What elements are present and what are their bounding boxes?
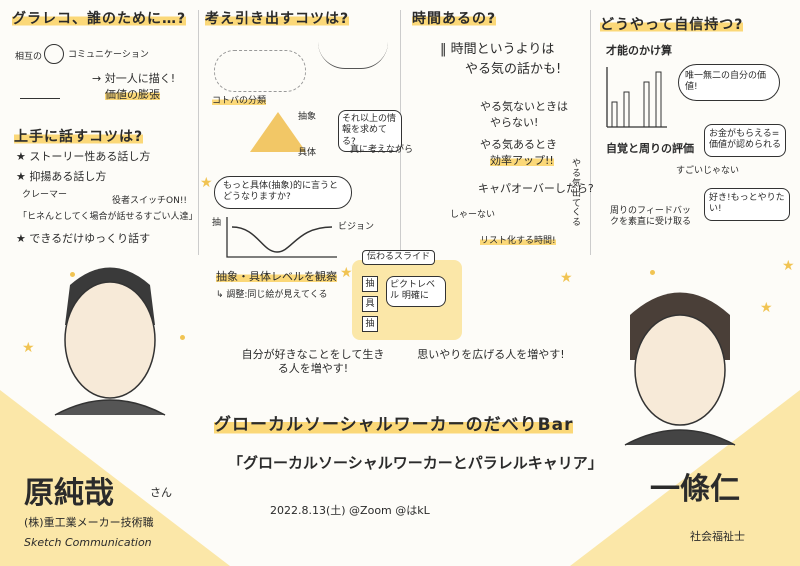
line-2: ↳ 調整:同じ絵が見えてくる [216,290,328,300]
point-2: 価値の膨張 [105,88,160,102]
c3-l8: しゃーない [450,210,496,220]
c3-l6-text: 効率アップ!! [490,154,554,167]
chusho: 抽象 [298,112,317,122]
col1-title-2-text: 上手に話すコツは? [14,129,144,145]
speaker-left-role: (株)重工業メーカー技術職 [24,516,154,529]
c3-l3: やる気ないときは [480,100,568,113]
point-2-text: 価値の膨張 [105,88,160,101]
dot-icon [70,272,75,277]
bubble-1b: 真に考えながら [350,145,414,155]
face-icon [44,44,64,64]
mid-left: 自分が好きなことをして生きる人を増やす! [241,348,385,376]
event-title-text: グローカルソーシャルワーカーのだべりBar [214,415,574,435]
star-icon: ★ [22,340,35,356]
c3-l9-text: リスト化する時間! [480,236,556,246]
col1-title: グラレコ、誰のために…? [12,8,187,28]
slide-card: 伝わるスライド 抽 具 抽 ピクトレベル 明確に [352,250,462,340]
speaker-right-role: 社会福祉士 [690,530,745,543]
speaker-left-name: 原純哉 [24,476,114,511]
c4-sub2: 自覚と周りの評価 [606,142,694,155]
dot-icon [180,335,185,340]
c3-l4: やらない! [490,116,539,129]
c4-sub1: 才能のかけ算 [606,44,672,57]
star-icon: ★ [200,175,213,191]
bullet-2: ★ 抑揚ある話し方 [16,170,107,183]
quote: 「ヒネんとしてく場合が話せるすごい人達」 [18,212,198,222]
chain-drawing [318,42,388,69]
c3-l6: 効率アップ!! [490,154,554,168]
slide-k2: 具 [362,296,378,312]
point-1: → 対一人に描く! [92,72,176,85]
c4-box1: お金がもらえる=価値が認められる [704,124,786,157]
c4-foot: 周りのフィードバックを素直に受け取る [610,206,692,228]
c4-bubble: 唯一無二の自分の価値! [678,64,780,101]
slide-k1: 抽 [362,276,378,292]
bottom-band [0,390,800,566]
speaker-right-portrait [624,292,736,446]
event-meta: 2022.8.13(土) @Zoom @はkL [270,504,430,517]
c3-l9: リスト化する時間! [480,236,556,247]
bullet-3: ★ できるだけゆっくり話す [16,232,151,245]
c4-praise: すごいじゃない [676,166,740,176]
label-a: 相互の [15,52,43,62]
dot-icon [650,270,655,275]
bullet-1: ★ ストーリー性ある話し方 [16,150,151,163]
speaker-left-san: さん [150,486,172,499]
c4-box2: 好き!もっとやりたい! [704,188,790,221]
question-pill: もっと具体(抽象)的に言うとどうなりますか? [214,176,352,209]
star-icon: ★ [340,265,353,281]
c3-l2: やる気の話かも! [465,62,562,77]
person-drawing [20,68,60,99]
star-icon: ★ [760,300,773,316]
c3-side: やる気出てくる [572,159,582,229]
col3-title: 時間あるの? [412,8,497,28]
vision: ビジョン [338,222,375,232]
c3-l7: キャパオーバーしたら? [478,182,594,195]
bullet-2a: クレーマー [22,190,68,200]
star-icon: ★ [560,270,573,286]
bubble-1: それ以上の情報を求めてる? [338,110,402,152]
c3-l5: やる気あるとき [480,138,557,151]
event-subtitle: 「グローカルソーシャルワーカーとパラレルキャリア」 [228,454,603,472]
slide-title: 伝わるスライド [362,250,436,266]
col1-title-2: 上手に話すコツは? [14,126,144,146]
slide-note: ピクトレベル 明確に [386,276,446,307]
speaker-left-role2: Sketch Communication [24,536,152,549]
line-1: 抽象・具体レベルを観察 [216,270,337,284]
col4-title-text: どうやって自信持つ? [600,17,744,33]
slide-k3: 抽 [362,316,378,332]
speaker-left-portrait [54,267,166,416]
gutai: 具体 [298,148,317,158]
line-1-text: 抽象・具体レベルを観察 [216,270,337,283]
label-b: コミュニケーション [68,50,149,60]
event-title: グローカルソーシャルワーカーのだべりBar [214,410,574,435]
col2-title: 考え引き出すコツは? [205,8,350,28]
bullet-2b: 役者スイッチON!! [112,196,188,206]
pyramid-icon [250,112,306,152]
axis-label: 抽 [212,218,222,228]
bars-drawing [606,67,667,128]
crowd-drawing [214,50,306,92]
col2-title-text: 考え引き出すコツは? [205,11,350,27]
c3-l1: ‖ 時間というよりは [440,42,555,57]
speaker-right-name: 一條仁 [650,472,740,507]
kotoba-text: コトバの分類 [212,96,267,106]
wave-chart [226,217,337,258]
kotoba: コトバの分類 [212,96,267,107]
col1-title-text: グラレコ、誰のために…? [12,11,187,27]
col3-title-text: 時間あるの? [412,11,497,27]
mid-right: 思いやりを広げる人を増やす! [417,348,565,361]
col4-title: どうやって自信持つ? [600,14,744,34]
star-icon: ★ [782,258,795,274]
